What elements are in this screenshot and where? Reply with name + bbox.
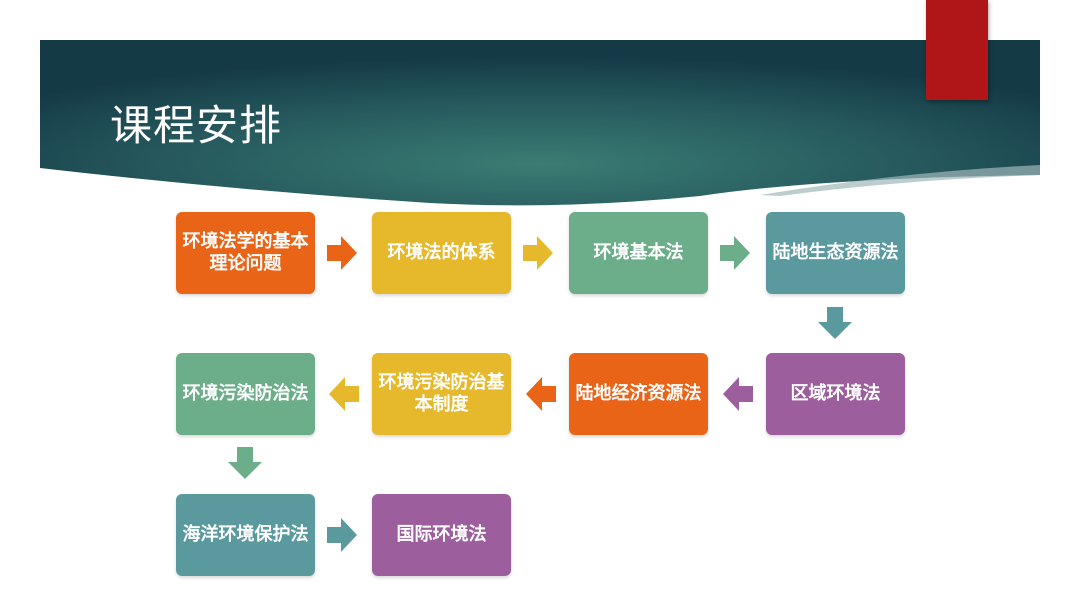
flow-box-regional: 区域环境法 bbox=[766, 353, 905, 435]
flow-box-basic-theory: 环境法学的基本理论问题 bbox=[176, 212, 315, 294]
arrow-left-icon bbox=[329, 377, 359, 411]
flow-box-marine: 海洋环境保护法 bbox=[176, 494, 315, 576]
flow-box-pollution-system: 环境污染防治基本制度 bbox=[372, 353, 511, 435]
slide-title: 课程安排 bbox=[110, 101, 283, 150]
flow-box-system: 环境法的体系 bbox=[372, 212, 511, 294]
red-accent-tab bbox=[926, 0, 988, 100]
flow-box-international: 国际环境法 bbox=[372, 494, 511, 576]
arrow-right-icon bbox=[327, 518, 357, 552]
arrow-right-icon bbox=[720, 236, 750, 270]
arrow-right-icon bbox=[523, 236, 553, 270]
arrow-right-icon bbox=[327, 236, 357, 270]
arrow-down-icon bbox=[228, 447, 262, 479]
flow-box-ecological-resources: 陆地生态资源法 bbox=[766, 212, 905, 294]
arrow-down-icon bbox=[818, 307, 852, 339]
flow-box-economic-resources: 陆地经济资源法 bbox=[569, 353, 708, 435]
flow-box-basic-law: 环境基本法 bbox=[569, 212, 708, 294]
arrow-left-icon bbox=[723, 377, 753, 411]
flow-box-pollution-law: 环境污染防治法 bbox=[176, 353, 315, 435]
arrow-left-icon bbox=[526, 377, 556, 411]
header-banner bbox=[40, 40, 1040, 206]
